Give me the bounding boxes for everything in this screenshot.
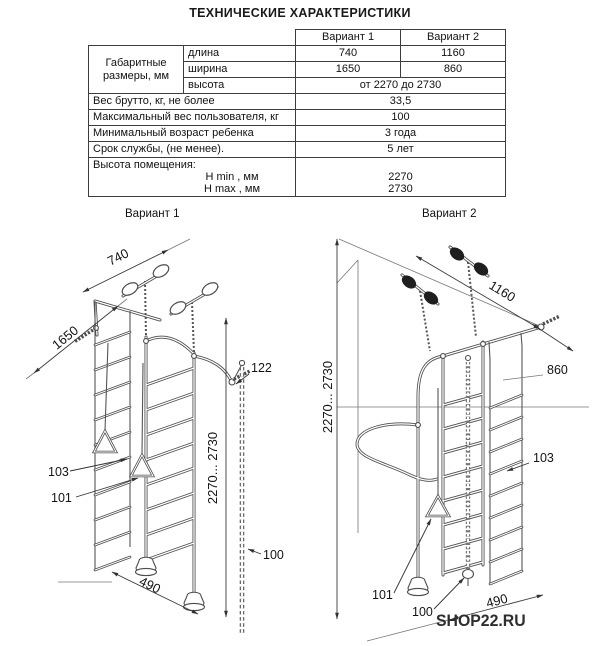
dimensions-label-cell: Габаритные размеры, мм	[88, 45, 184, 94]
max-user-weight-label-cell: Максимальный вес пользователя, кг	[88, 109, 296, 126]
h-max-value: 2730	[388, 183, 413, 195]
triangle-ring	[424, 388, 452, 518]
table-row: Максимальный вес пользователя, кг 100	[88, 109, 506, 126]
dim-label-860: 860	[547, 363, 568, 377]
variant2-technical-drawing: 2270... 2730 1160 860 103 101 100 490	[320, 238, 589, 642]
service-life-value-cell: 5 лет	[295, 141, 506, 158]
rope-ladder	[488, 332, 524, 586]
floor-feet	[406, 576, 430, 597]
min-age-value-cell: 3 года	[295, 125, 506, 142]
climbing-chain	[232, 359, 246, 633]
variant2-caption: Вариант 2	[422, 208, 477, 220]
gross-weight-label-cell: Вес брутто, кг, не более	[88, 93, 296, 110]
dim-label-height-range: 2270... 2730	[205, 432, 220, 504]
dimension-lines	[25, 238, 262, 618]
table-row: Срок службы, (не менее). 5 лет	[88, 141, 506, 158]
frame-and-rungs	[93, 299, 234, 600]
anchor-screw	[542, 314, 561, 326]
room-height-title: Высота помещения:	[93, 159, 196, 171]
dim-label-740: 740	[105, 245, 131, 268]
dim-label-490: 490	[484, 591, 509, 611]
part-label-122: 122	[251, 361, 272, 375]
dim-label-height-range: 2270... 2730	[320, 361, 335, 433]
table-row: Минимальный возраст ребенка 3 года	[88, 125, 506, 142]
climbing-rope	[461, 354, 475, 586]
length-label-cell: длина	[183, 45, 296, 62]
room-height-value-cell: 2270 2730	[295, 157, 506, 197]
part-label-101: 101	[372, 588, 393, 602]
page-title: ТЕХНИЧЕСКИЕ ХАРАКТЕРИСТИКИ	[189, 6, 411, 20]
dimension-lines	[335, 238, 574, 620]
empty-header-cell	[89, 30, 296, 46]
gross-weight-value-cell: 33,5	[295, 93, 506, 110]
variant2-header-cell: Вариант 2	[400, 29, 506, 46]
h-min-label: H min , мм	[205, 171, 259, 183]
variant1-header-cell: Вариант 1	[295, 29, 401, 46]
height-value-cell: от 2270 до 2730	[295, 77, 506, 94]
room-height-label-cell: Высота помещения: H min , мм H max , мм	[88, 157, 296, 197]
width-label-cell: ширина	[183, 61, 296, 78]
dim-label-490: 490	[137, 573, 163, 596]
frame-and-rungs	[355, 314, 561, 585]
part-label-103: 103	[48, 465, 69, 479]
part-label-100: 100	[412, 605, 433, 619]
part-label-103: 103	[533, 451, 554, 465]
reference-lines	[336, 238, 589, 642]
length-v2-cell: 1160	[400, 45, 506, 62]
table-row: высота от 2270 до 2730	[89, 77, 506, 94]
max-user-weight-value-cell: 100	[295, 109, 506, 126]
length-v1-cell: 740	[295, 45, 401, 62]
table-row: Вес брутто, кг, не более 33,5	[88, 93, 506, 110]
specs-table: Вариант 1 Вариант 2 Габаритные размеры, …	[88, 29, 506, 197]
h-max-label: H max , мм	[203, 183, 261, 195]
service-life-label-cell: Срок службы, (не менее).	[88, 141, 296, 158]
variant1-caption: Вариант 1	[125, 208, 180, 220]
h-min-value: 2270	[388, 171, 413, 183]
width-v1-cell: 1650	[295, 61, 401, 78]
width-v2-cell: 860	[400, 61, 506, 78]
min-age-label-cell: Минимальный возраст ребенка	[88, 125, 296, 142]
variant1-technical-drawing: 740 1650 122 103 101 2270... 2730 490 10…	[25, 238, 284, 633]
table-row: Высота помещения: H min , мм H max , мм …	[88, 157, 506, 197]
height-label-cell: высота	[183, 77, 296, 94]
part-label-100: 100	[263, 548, 284, 562]
part-label-101: 101	[51, 491, 72, 505]
table-row: Габаритные размеры, мм длина 740 1160	[88, 45, 506, 94]
watermark: SHOP22.RU	[436, 611, 526, 630]
rope-ladder	[93, 301, 132, 572]
triangle-rings	[91, 342, 156, 478]
table-header-row: Вариант 1 Вариант 2	[89, 29, 506, 46]
